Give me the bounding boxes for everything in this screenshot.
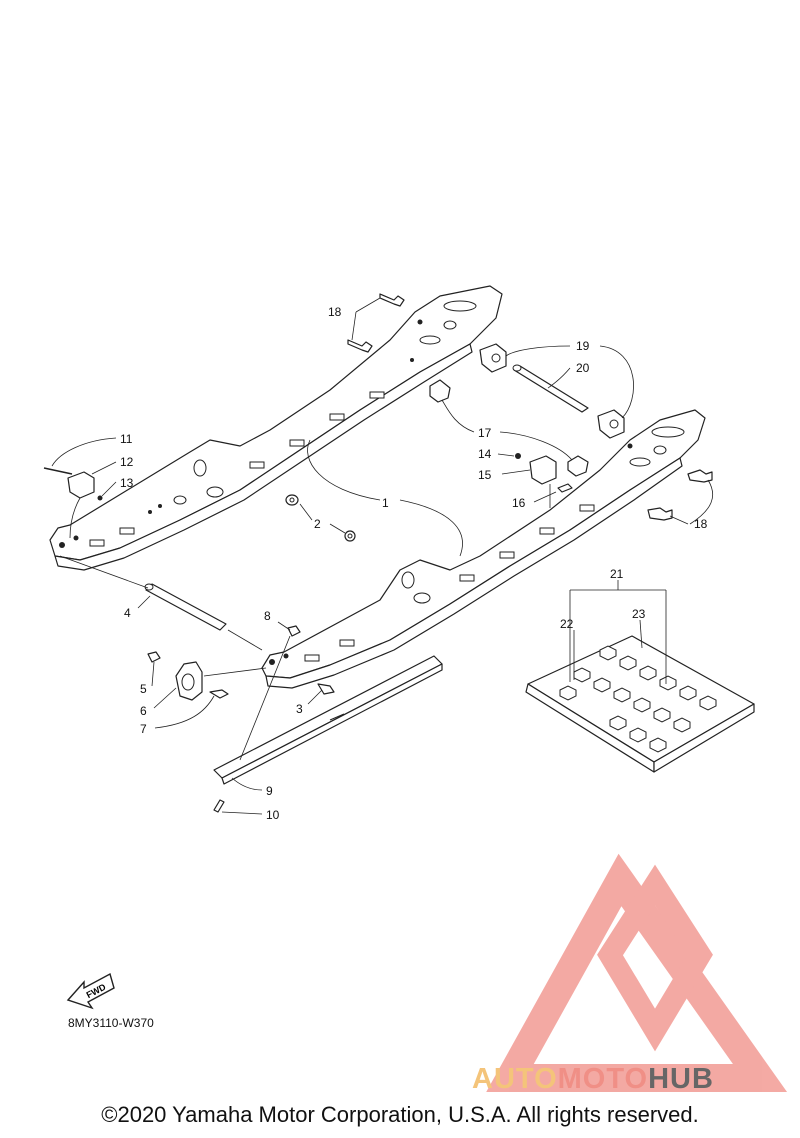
nut-14: [515, 453, 521, 459]
pin-11: [43, 467, 73, 475]
block-19: [479, 343, 625, 439]
block-15: [529, 455, 557, 485]
copyright-notice: ©2020 Yamaha Motor Corporation, U.S.A. A…: [101, 1102, 699, 1127]
callout-12: 12: [120, 455, 134, 469]
watermark-moto: MOTO: [558, 1063, 648, 1095]
callout-18-top: 18: [328, 305, 342, 319]
collar-17: [429, 379, 589, 477]
callout-18-right: 18: [694, 517, 708, 531]
callout-19: 19: [576, 339, 590, 353]
callout-16: 16: [512, 496, 526, 510]
bolt-18-top: [347, 293, 405, 353]
callout-4: 4: [124, 606, 131, 620]
callout-labels: 1 2 3 4 5 6 7 8 9 10 11 12 13 14 15 16 1…: [120, 305, 708, 822]
leader-lines: [51, 297, 713, 815]
washer-2: [285, 494, 356, 542]
slider-9: [213, 655, 443, 785]
nut-8: [287, 625, 301, 637]
callout-3: 3: [296, 702, 303, 716]
callout-8: 8: [264, 609, 271, 623]
callout-17: 17: [478, 426, 492, 440]
callout-14: 14: [478, 447, 492, 461]
watermark-hub: HUB: [648, 1063, 714, 1095]
track-21: [525, 635, 755, 773]
callout-21: 21: [610, 567, 624, 581]
callout-11: 11: [120, 432, 133, 446]
callout-10: 10: [266, 808, 280, 822]
watermark-wordmark: AUTOMOTOHUB: [472, 1063, 714, 1095]
callout-2: 2: [314, 517, 321, 531]
callout-22: 22: [560, 617, 574, 631]
bolt-5: [147, 651, 161, 663]
screw-10: [213, 799, 225, 813]
wheel-6: [175, 661, 203, 701]
fwd-arrow-icon: FWD: [66, 972, 115, 1010]
bolt-16: [557, 483, 573, 493]
callout-7: 7: [140, 722, 147, 736]
callout-13: 13: [120, 476, 134, 490]
callout-6: 6: [140, 704, 147, 718]
bolt-18-right: [647, 469, 713, 521]
svg-text:AUTOMOTOHUB: AUTOMOTOHUB: [472, 1063, 714, 1095]
block-12: [67, 471, 95, 499]
diagram-code: 8MY3110-W370: [68, 1016, 154, 1030]
watermark-auto: AUTO: [472, 1063, 558, 1095]
callout-5: 5: [140, 682, 147, 696]
slide-rail-right: [261, 409, 706, 689]
slide-rail-left: [49, 285, 503, 571]
bolt-3: [317, 683, 335, 695]
callout-20: 20: [576, 361, 590, 375]
shaft-20: [512, 364, 589, 413]
callout-9: 9: [266, 784, 273, 798]
callout-23: 23: [632, 607, 646, 621]
callout-1: 1: [382, 496, 389, 510]
bolt-7: [209, 689, 229, 699]
watermark-logo: [486, 853, 788, 1092]
shaft-4: [144, 583, 227, 631]
callout-15: 15: [478, 468, 492, 482]
clip-13: [97, 495, 103, 501]
